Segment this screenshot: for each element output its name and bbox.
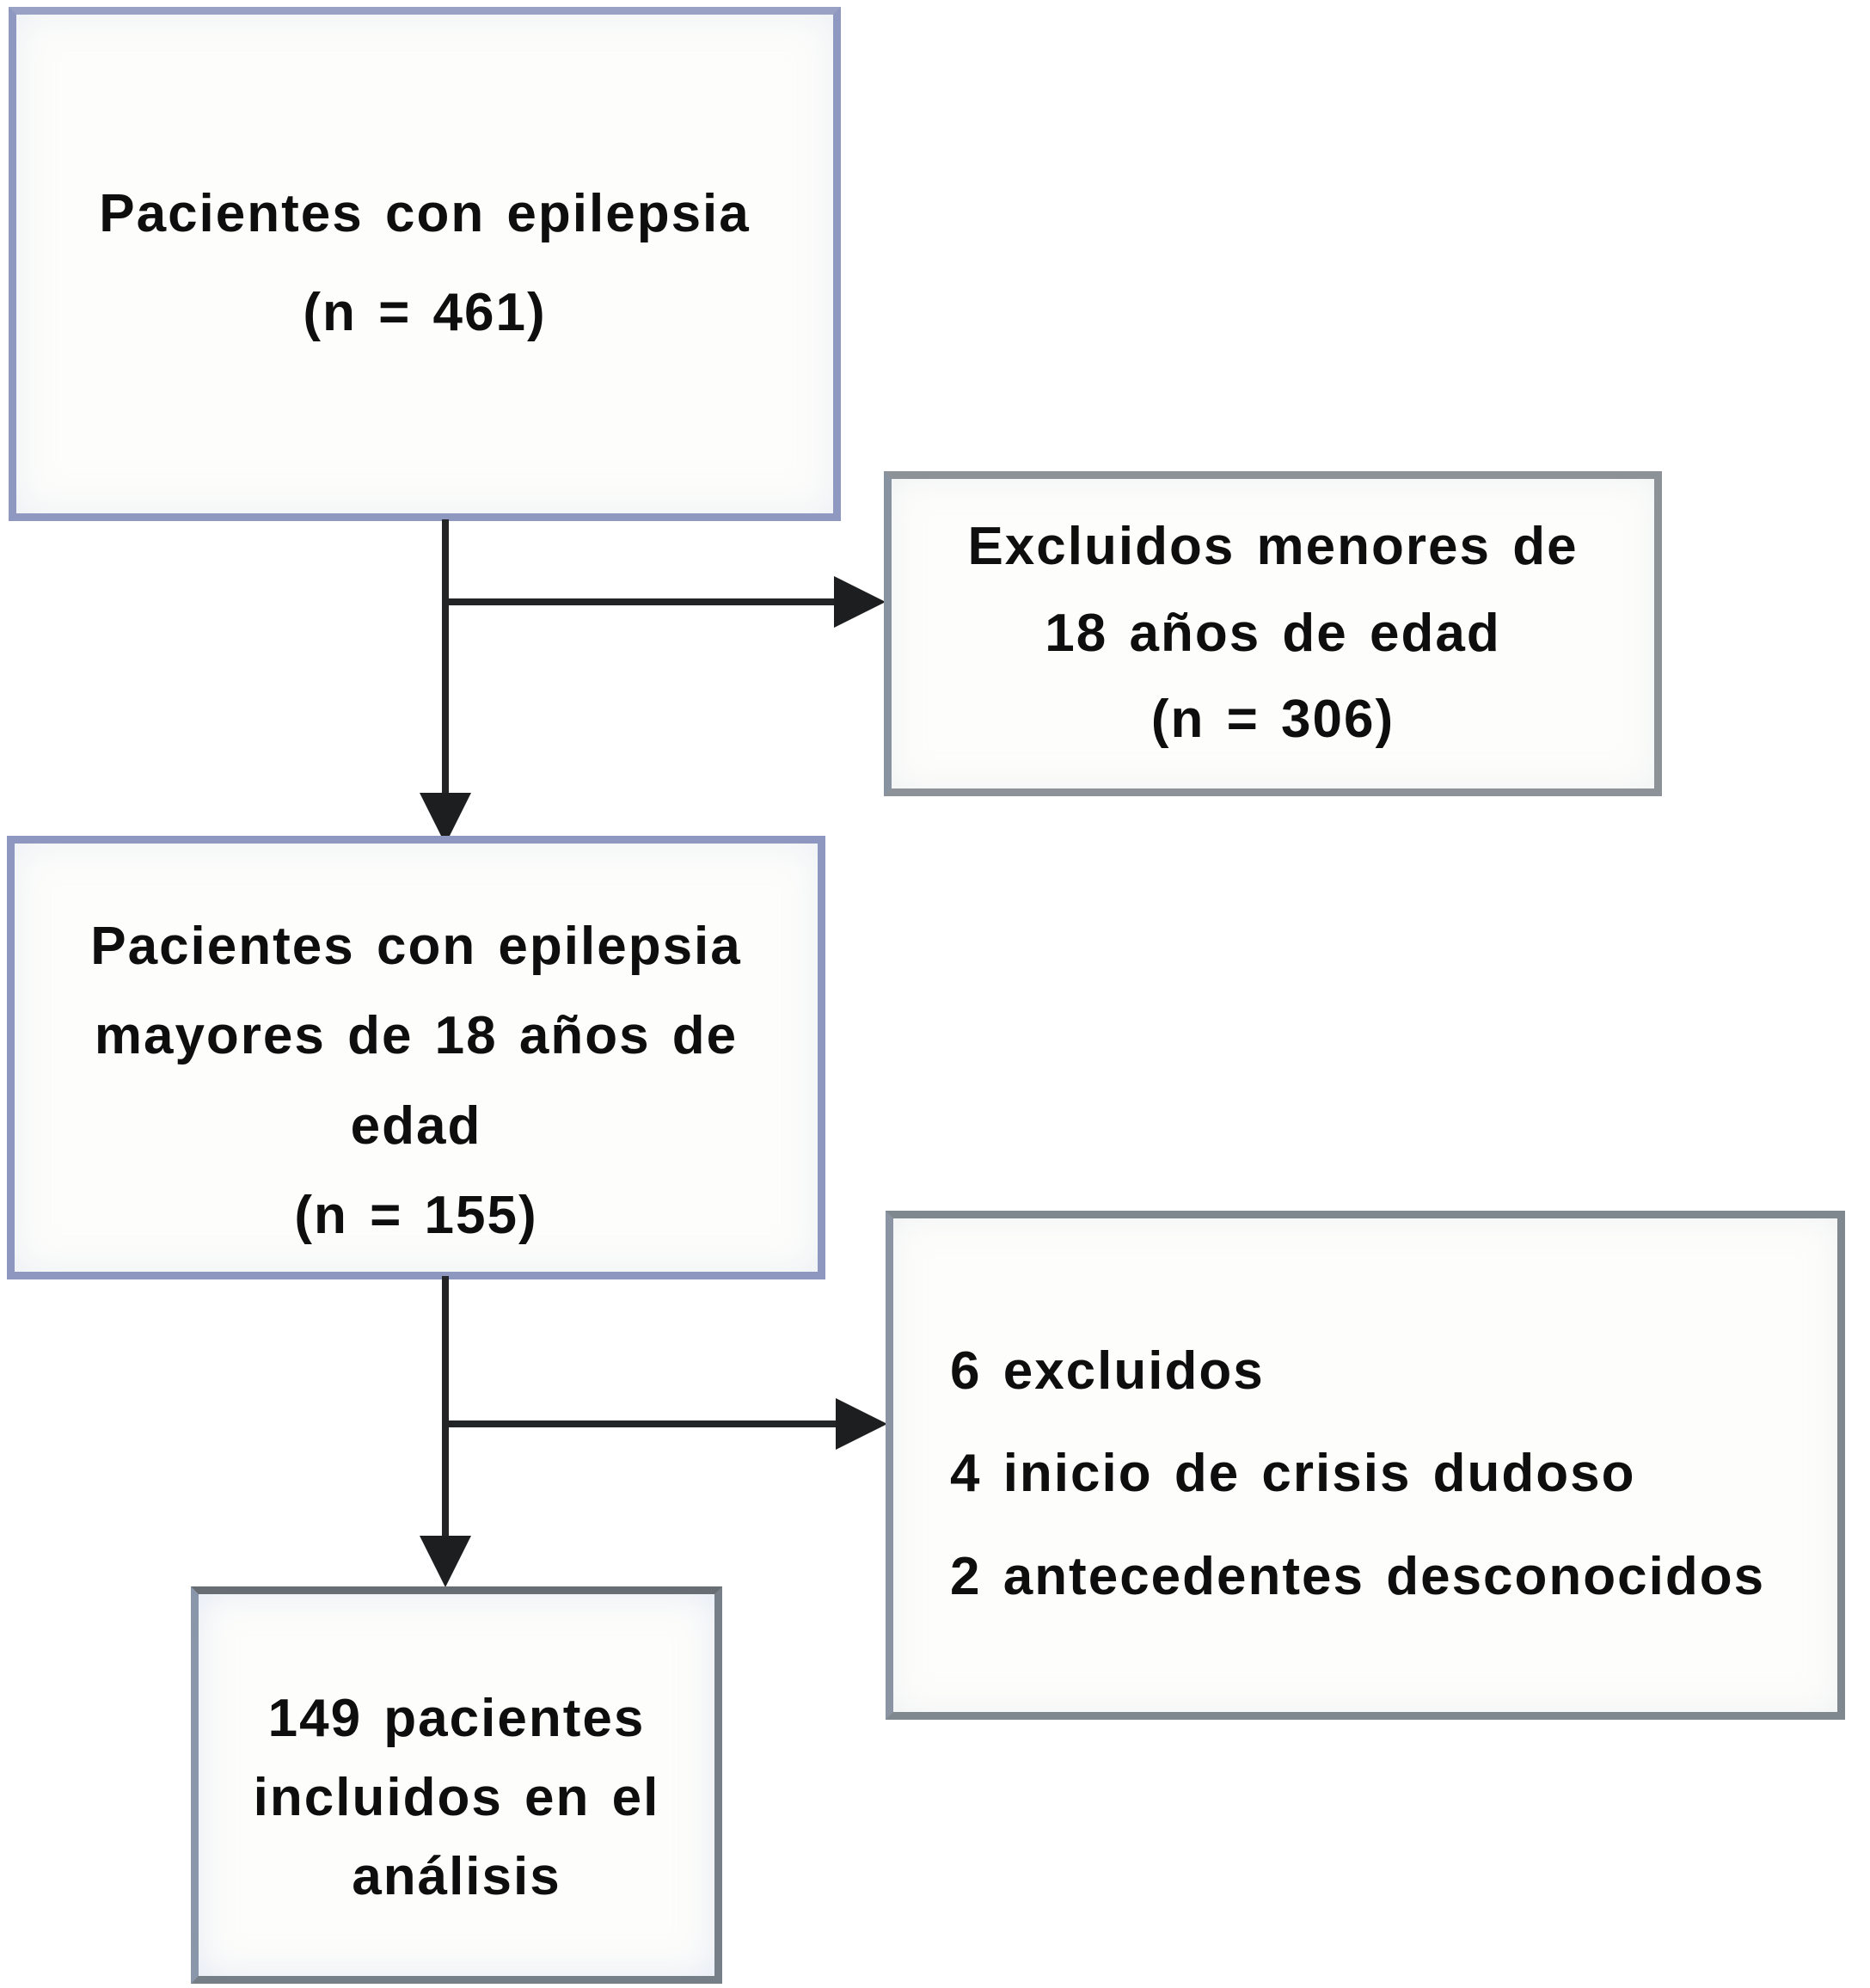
node-exclusions-detail-line3: 2 antecedentes desconocidos [950, 1546, 1766, 1606]
node-included-analysis: 149 pacientes incluidos en el análisis [191, 1586, 722, 1984]
branch-to-exclusions-detail-shaft [445, 1420, 837, 1427]
node-patients-adults-line3: edad [350, 1095, 482, 1156]
node-included-analysis-line2: incluidos en el [253, 1768, 660, 1828]
node-patients-all-count: (n = 461) [303, 283, 547, 342]
arrowhead-down-icon [420, 1536, 471, 1587]
arrowhead-right-icon [834, 576, 886, 628]
node-exclusions-detail-line1: 6 excluidos [950, 1341, 1265, 1402]
node-included-analysis-line3: análisis [352, 1846, 561, 1906]
node-exclusions-detail-line2: 4 inicio de crisis dudoso [950, 1444, 1636, 1504]
node-excluded-minors-line2: 18 años de edad [1045, 603, 1501, 663]
connector-adults-to-included-shaft [442, 1276, 449, 1537]
node-patients-adults-count: (n = 155) [294, 1185, 538, 1245]
node-patients-adults-line1: Pacientes con epilepsia [90, 917, 742, 977]
node-patients-all: Pacientes con epilepsia (n = 461) [9, 7, 841, 521]
node-excluded-minors-count: (n = 306) [1150, 690, 1395, 750]
node-exclusions-detail: 6 excluidos 4 inicio de crisis dudoso 2 … [886, 1211, 1845, 1720]
node-excluded-minors: Excluidos menores de 18 años de edad (n … [884, 471, 1662, 796]
connector-all-to-adults-shaft [442, 519, 449, 798]
node-patients-adults: Pacientes con epilepsia mayores de 18 añ… [7, 836, 825, 1279]
node-patients-all-line1: Pacientes con epilepsia [99, 184, 751, 244]
arrowhead-right-icon [836, 1398, 887, 1450]
node-patients-adults-line2: mayores de 18 años de [94, 1006, 739, 1066]
branch-to-excluded-minors-shaft [445, 598, 836, 605]
node-excluded-minors-line1: Excluidos menores de [967, 517, 1579, 577]
node-included-analysis-line1: 149 pacientes [267, 1689, 646, 1749]
